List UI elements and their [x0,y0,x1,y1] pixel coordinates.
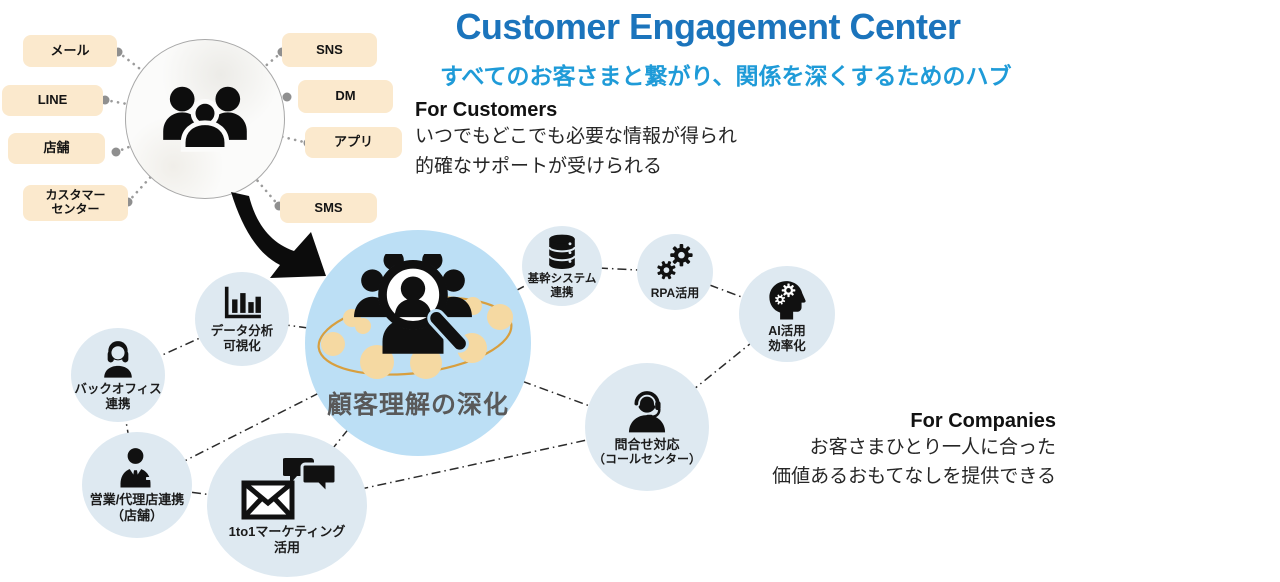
channel-label: SNS [316,41,343,57]
node-label: （店舗） [110,507,163,523]
bar-chart-icon [222,285,262,321]
channel-box-dm: DM [298,80,393,113]
businessman-icon [114,447,160,489]
for-companies-section: For Companies お客さまひとり一人に合った 価値あるおもてなしを提供… [700,410,1056,491]
node-label: 可視化 [223,338,261,353]
node-label: RPA活用 [650,286,700,301]
channel-box-customer-center: カスタマー センター [23,185,128,221]
node-label: 1to1マーケティング [228,524,346,540]
channel-box-store: 店舗 [8,133,105,164]
node-one-to-one: 1to1マーケティング 活用 [207,433,367,577]
node-rpa: RPA活用 [637,234,713,310]
channel-label: DM [335,88,356,104]
hub-circle: 顧客理解の深化 [305,230,531,456]
for-companies-line: 価値あるおもてなしを提供できる [772,466,1056,487]
marketing-icons [235,454,339,520]
chat-bubbles-icon [283,454,339,500]
channel-label: 店舗 [43,140,70,156]
ai-head-icon [764,275,810,321]
node-label: 連携 [105,396,131,411]
node-back-office: バックオフィス 連携 [71,328,165,422]
page-subtitle: すべてのお客さまと繋がり、関係を深くするためのハブ [440,63,1012,89]
hub-label: 顧客理解の深化 [326,391,509,419]
gears-icon [653,243,697,283]
for-customers-line: 的確なサポートが受けられる [415,156,663,177]
node-ai: AI活用 効率化 [739,266,835,362]
node-core-system: 基幹システム 連携 [522,226,602,306]
node-sales-agency: 営業/代理店連携 （店舗） [82,432,192,538]
node-label: 効率化 [768,338,806,353]
node-label: AI活用 [768,323,806,338]
channel-label: アプリ [333,134,373,150]
channel-label: SMS [314,199,343,215]
node-label: 問合せ対応 [614,436,680,452]
node-label: バックオフィス [74,381,162,396]
database-icon [546,232,578,270]
node-label: 活用 [273,540,300,555]
customer-insight-icon [354,254,472,354]
node-label: （コールセンター） [592,452,701,467]
channel-box-sms: SMS [280,193,377,223]
node-label: 基幹システム [527,272,597,285]
headline: Customer Engagement Center すべてのお客さまと繋がり、… [440,6,1012,91]
node-label: データ分析 [210,323,274,338]
page-title: Customer Engagement Center [455,6,961,47]
channel-label: メール [50,42,90,58]
node-label: 営業/代理店連携 [89,491,185,507]
customers-circle [125,39,285,199]
for-companies-line: お客さまひとり一人に合った [809,437,1056,458]
channel-box-line: LINE [2,85,103,116]
channel-label: LINE [37,92,68,108]
channel-box-app: アプリ [305,127,402,158]
for-companies-heading: For Companies [910,410,1056,432]
channel-label: カスタマー [45,188,106,203]
people-group-icon [157,81,253,157]
for-customers-heading: For Customers [415,99,558,121]
channel-label: センター [51,202,100,216]
channel-box-sns: SNS [282,33,377,67]
node-call-center: 問合せ対応 （コールセンター） [585,363,709,491]
channel-box-mail: メール [23,35,117,67]
for-customers-section: For Customers いつでもどこでも必要な情報が得られ 的確なサポートが… [415,99,737,182]
node-data-analysis: データ分析 可視化 [195,272,289,366]
node-label: 連携 [550,286,574,299]
woman-icon [97,339,139,379]
headset-agent-icon [622,388,672,434]
for-customers-line: いつでもどこでも必要な情報が得られ [415,126,738,147]
